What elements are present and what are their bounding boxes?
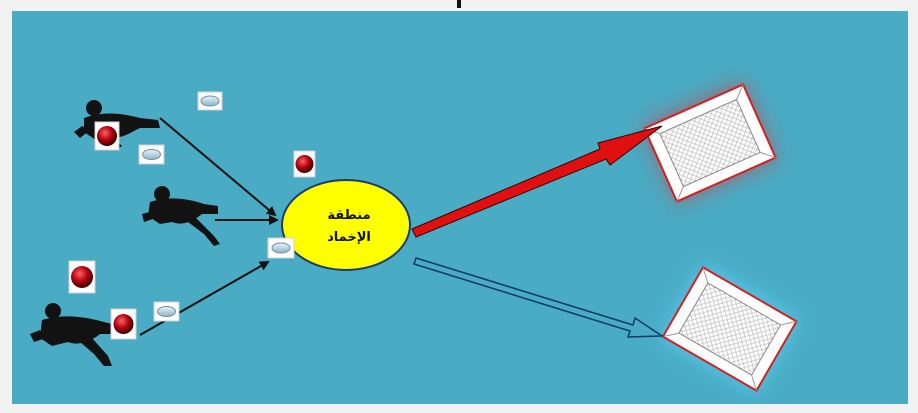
goal-net-icon-top (643, 83, 777, 203)
player-silhouette-icon-2 (142, 186, 220, 246)
arrow-player3 (139, 261, 270, 336)
ball-icon-3 (68, 260, 96, 294)
player-silhouette-icon-3 (30, 303, 120, 366)
ball-icon-4 (110, 308, 137, 340)
cone-icon-3 (267, 237, 295, 259)
receiving-zone (281, 179, 411, 271)
zone-label: منطقة الإخماد (288, 205, 410, 249)
cone-icon-4 (153, 301, 180, 322)
arrow-red-to-top-goal (411, 125, 663, 238)
top-marker (457, 0, 461, 8)
cone-icon-2 (138, 144, 165, 165)
zone-label-line1: منطقة (327, 208, 371, 223)
zone-label-line2: الإخماد (327, 230, 371, 245)
ball-icon-1 (94, 121, 120, 151)
cone-icon-1 (197, 91, 223, 111)
arrow-blue-to-bottom-goal (413, 257, 665, 338)
ball-icon-2 (293, 150, 316, 178)
arrow-player1 (159, 117, 277, 217)
goal-net-icon-bottom (661, 265, 798, 393)
